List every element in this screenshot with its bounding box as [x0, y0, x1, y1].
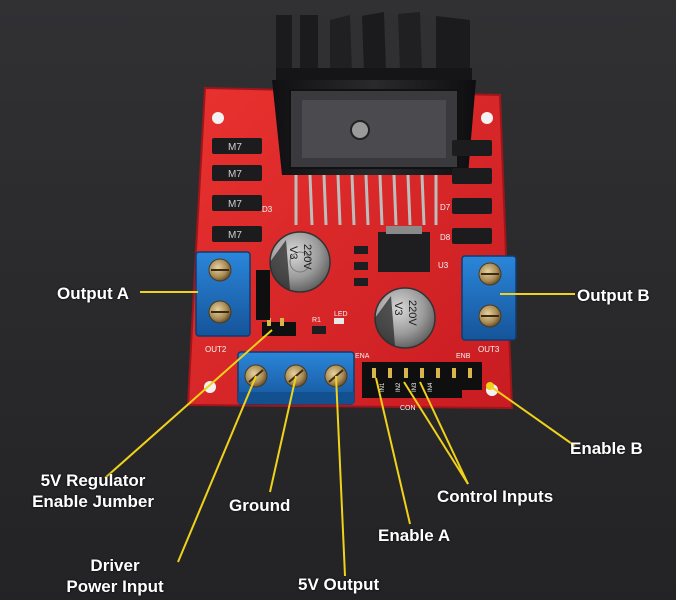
led-marking: LED	[334, 311, 348, 318]
r1-marking: R1	[312, 317, 321, 324]
diodes-left: M7 M7 M7 M7 D3	[212, 138, 273, 242]
label-output-b: Output B	[577, 286, 650, 305]
capacitor-left: 220V V3	[269, 231, 331, 293]
diode-mark: M7	[228, 230, 242, 241]
leader-control-2	[419, 381, 469, 485]
diode-mark: M7	[228, 169, 242, 180]
label-ground: Ground	[229, 496, 291, 515]
label-driver-power-input: Driver Power Input	[66, 556, 164, 596]
terminal-output-b: OUT3	[461, 255, 517, 354]
chip-pins	[294, 174, 438, 226]
leader-enable-a	[375, 377, 411, 525]
label-enable-a: Enable A	[378, 526, 451, 545]
label-regulator-jumper: 5V Regulator Enable Jumber	[32, 471, 154, 511]
label-5v-output: 5V Output	[298, 575, 380, 594]
con-marking: CON	[400, 405, 416, 412]
smd-components: R1 LED	[312, 246, 368, 334]
diode-mark: M7	[228, 142, 242, 153]
terminal-output-a: OUT2	[195, 251, 251, 354]
d8-marking: D8	[440, 233, 451, 242]
cap-marking: 220V	[301, 244, 313, 270]
in3-marking: IN3	[412, 382, 418, 392]
cap-marking: V3	[392, 302, 404, 315]
cap-marking: V3	[287, 246, 299, 259]
label-control-inputs: Control Inputs	[437, 487, 554, 506]
label-enable-b: Enable B	[570, 439, 643, 458]
leader-dot-enable-b	[486, 382, 494, 390]
cap-marking: 220V	[406, 300, 418, 326]
d3-marking: D3	[262, 205, 273, 214]
in1-marking: IN1	[380, 382, 386, 392]
diode-mark: M7	[228, 199, 242, 210]
leader-enable-b	[489, 385, 576, 447]
diodes-right: D7 D8	[440, 140, 492, 244]
leader-5v-output	[335, 375, 346, 577]
voltage-regulator: U3	[378, 226, 449, 272]
leader-regulator-jumper	[104, 329, 273, 479]
out3-marking: OUT3	[478, 345, 500, 354]
leader-lines	[104, 291, 576, 577]
leader-ground	[269, 375, 297, 493]
d7-marking: D7	[440, 203, 451, 212]
in4-marking: IN4	[428, 382, 434, 392]
leader-driver-power	[177, 375, 257, 563]
label-output-a: Output A	[57, 284, 130, 303]
u3-marking: U3	[438, 261, 449, 270]
ena-marking: ENA	[355, 353, 370, 360]
capacitor-right: 220V V3	[374, 287, 436, 349]
in2-marking: IN2	[396, 382, 402, 392]
leader-control-1	[403, 381, 469, 485]
mounting-hole	[204, 381, 216, 393]
out2-marking: OUT2	[205, 345, 227, 354]
heatsink	[272, 12, 476, 175]
enb-marking: ENB	[456, 353, 471, 360]
header-pins-left	[256, 270, 270, 320]
mounting-hole	[212, 112, 224, 124]
mounting-hole	[481, 112, 493, 124]
